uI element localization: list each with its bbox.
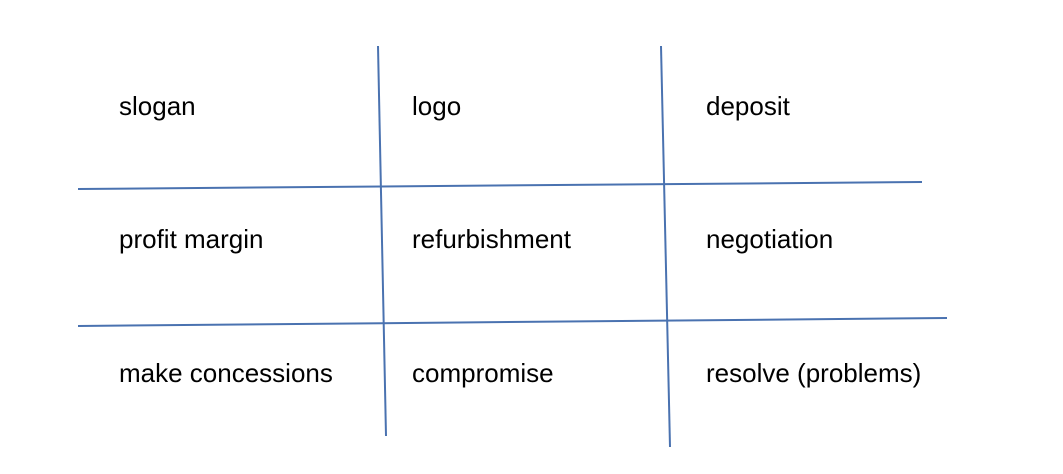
grid-line-vertical-1 <box>377 45 387 437</box>
grid-cell-make-concessions: make concessions <box>119 358 333 388</box>
grid-cell-refurbishment: refurbishment <box>412 224 571 254</box>
grid-line-vertical-2 <box>660 45 671 448</box>
grid-line-horizontal-1 <box>77 181 923 190</box>
grid-line-horizontal-2 <box>77 317 948 327</box>
grid-cell-slogan: slogan <box>119 91 196 121</box>
grid-cell-logo: logo <box>412 91 462 121</box>
grid-cell-compromise: compromise <box>412 358 554 388</box>
grid-cell-resolve-problems: resolve (problems) <box>706 358 922 388</box>
grid-cell-deposit: deposit <box>706 91 790 121</box>
grid-cell-profit-margin: profit margin <box>119 224 264 254</box>
grid-cell-negotiation: negotiation <box>706 224 834 254</box>
